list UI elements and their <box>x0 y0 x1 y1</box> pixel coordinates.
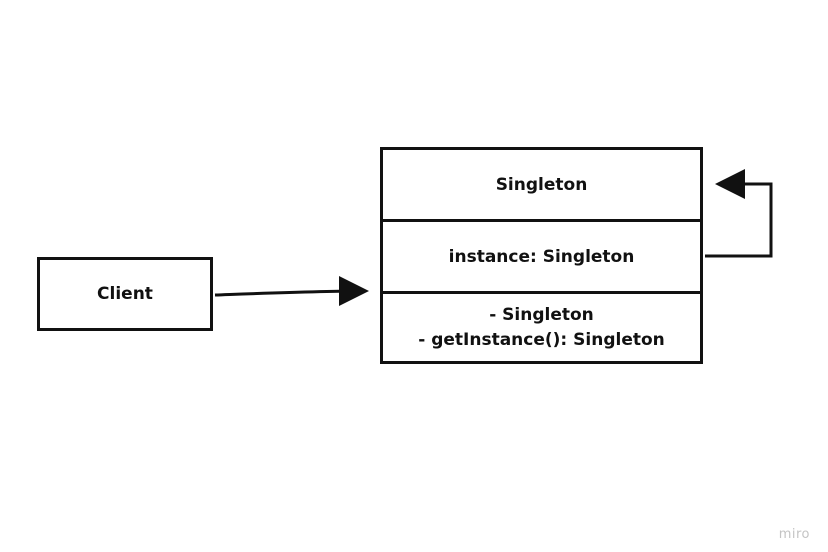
client-to-singleton-arrow <box>214 276 369 307</box>
singleton-methods-compartment: - Singleton - getInstance(): Singleton <box>383 294 700 361</box>
singleton-class-box[interactable]: Singleton instance: Singleton - Singleto… <box>380 147 703 364</box>
miro-watermark: miro <box>778 527 810 542</box>
client-class-name: Client <box>97 284 153 304</box>
singleton-attribute-instance: instance: Singleton <box>448 246 635 267</box>
singleton-method-get-instance: - getInstance(): Singleton <box>418 329 665 350</box>
singleton-name-compartment: Singleton <box>383 150 700 222</box>
singleton-class-name: Singleton <box>495 174 588 195</box>
client-class-box[interactable]: Client <box>37 257 213 331</box>
self-reference-arrow <box>705 169 773 258</box>
singleton-attributes-compartment: instance: Singleton <box>383 222 700 294</box>
singleton-method-constructor: - Singleton <box>489 304 594 325</box>
